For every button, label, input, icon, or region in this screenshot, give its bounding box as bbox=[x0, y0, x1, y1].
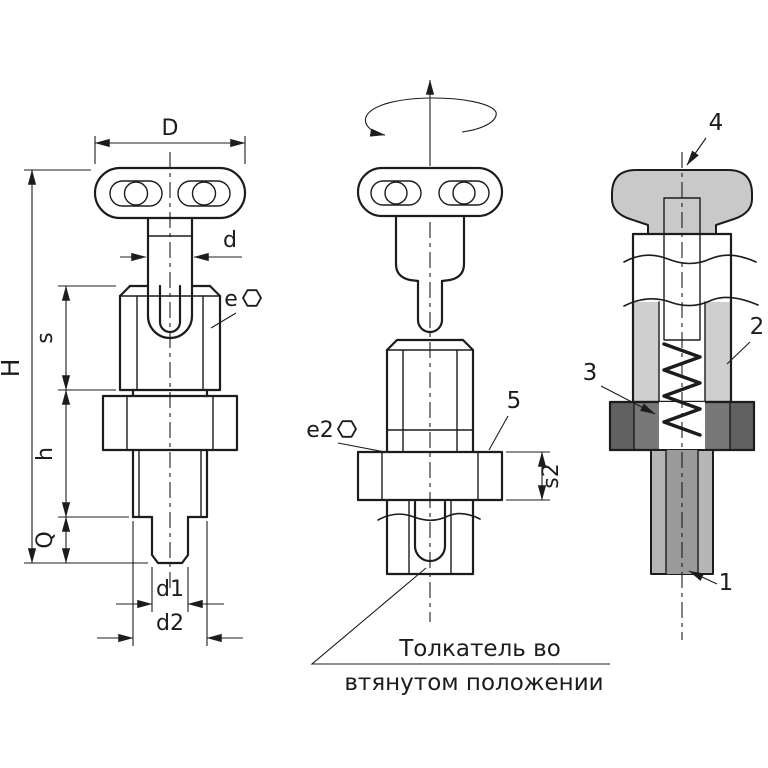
break-line bbox=[623, 254, 757, 265]
part-label-4: 4 bbox=[709, 110, 724, 136]
dimension-H: H bbox=[0, 169, 91, 564]
callout-1: 1 bbox=[688, 570, 734, 596]
lower-body-middle bbox=[377, 498, 481, 576]
dimension-d2: d2 bbox=[97, 521, 243, 646]
part-label-2: 2 bbox=[750, 314, 765, 340]
rotation-arrow bbox=[364, 79, 497, 166]
knob-middle bbox=[356, 166, 504, 218]
spring bbox=[662, 342, 702, 437]
threaded-body-front bbox=[131, 448, 209, 519]
knob-section bbox=[611, 169, 753, 235]
dim-label-d: d bbox=[223, 228, 237, 253]
break-line bbox=[623, 296, 759, 307]
dimension-e2-hex: e2 bbox=[306, 418, 386, 453]
dim-label-D: D bbox=[162, 116, 179, 141]
dimension-d: d bbox=[120, 228, 242, 262]
hex-body-middle bbox=[385, 338, 475, 454]
knob-hole-left bbox=[109, 180, 163, 207]
dim-label-d1: d1 bbox=[156, 577, 184, 602]
dim-label-s: s bbox=[33, 332, 58, 343]
front-view: D d s h Q H bbox=[0, 116, 262, 646]
dimension-Q: Q bbox=[24, 516, 148, 564]
hexagon-icon bbox=[242, 289, 262, 307]
caption: Толкатель во втянутом положении bbox=[310, 567, 610, 696]
section-view: 4 2 3 1 bbox=[583, 110, 765, 640]
knob-hole-right bbox=[177, 180, 231, 207]
retracted-view: e2 5 s2 Толкатель во втянутом положении bbox=[306, 79, 610, 696]
callout-2: 2 bbox=[726, 314, 765, 365]
part-label-3: 3 bbox=[583, 360, 598, 386]
dimension-d1: d1 bbox=[116, 567, 224, 612]
callout-3: 3 bbox=[583, 360, 656, 415]
dimension-h: h bbox=[33, 389, 129, 518]
callout-4: 4 bbox=[686, 110, 724, 166]
dimension-D: D bbox=[94, 116, 246, 164]
caption-line1: Толкатель во bbox=[398, 636, 561, 662]
retracted-pin bbox=[394, 214, 466, 334]
dim-label-Q: Q bbox=[33, 531, 58, 548]
dim-label-h: h bbox=[33, 447, 58, 461]
part-label-1: 1 bbox=[719, 570, 734, 596]
hexagon-icon bbox=[337, 420, 357, 438]
dim-label-e2: e2 bbox=[306, 418, 334, 443]
callout-5: 5 bbox=[488, 388, 522, 451]
dim-label-H: H bbox=[0, 359, 25, 378]
dim-label-d2: d2 bbox=[156, 611, 184, 636]
dim-label-s2: s2 bbox=[539, 463, 564, 488]
dim-label-e: e bbox=[224, 287, 238, 312]
break-line bbox=[377, 512, 481, 522]
caption-line2: втянутом положении bbox=[344, 670, 603, 696]
dimension-e-hex: e bbox=[210, 287, 262, 329]
dimension-s2: s2 bbox=[506, 451, 564, 501]
dimension-s: s bbox=[33, 285, 116, 391]
part-label-5: 5 bbox=[507, 388, 522, 414]
